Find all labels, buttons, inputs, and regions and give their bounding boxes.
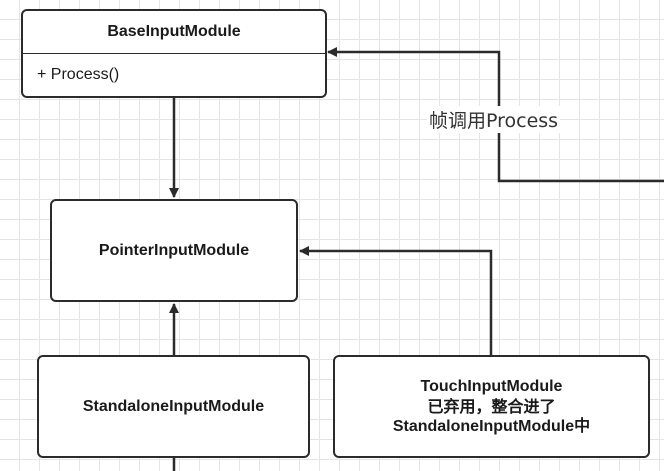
touch-merged-note: StandaloneInputModule中 bbox=[392, 417, 591, 435]
base-input-module-name: BaseInputModule bbox=[23, 11, 325, 54]
node-pointer-input-module[interactable]: PointerInputModule bbox=[50, 199, 298, 302]
node-base-input-module[interactable]: BaseInputModule + Process() bbox=[21, 9, 327, 98]
standalone-input-module-name: StandaloneInputModule bbox=[82, 397, 265, 415]
touch-input-module-name: TouchInputModule bbox=[420, 377, 563, 395]
node-touch-input-module[interactable]: TouchInputModule 已弃用，整合进了 StandaloneInpu… bbox=[333, 355, 650, 458]
node-standalone-input-module[interactable]: StandaloneInputModule bbox=[37, 355, 310, 458]
touch-deprecated-note: 已弃用，整合进了 bbox=[427, 396, 556, 416]
edge-touch-to-pointer bbox=[299, 246, 493, 356]
pointer-input-module-name: PointerInputModule bbox=[98, 241, 250, 259]
process-call-label: 帧调用Process bbox=[427, 106, 561, 133]
base-input-module-member: + Process() bbox=[37, 66, 120, 83]
